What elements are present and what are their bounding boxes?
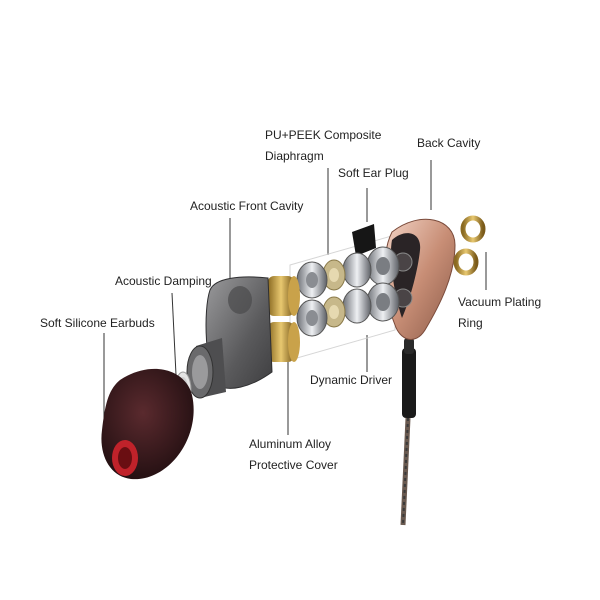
label-soft-ear-plug: Soft Ear Plug [338,166,409,180]
front-drivers [296,261,328,337]
label-acoustic-damping: Acoustic Damping [115,274,212,288]
diaphragms [322,259,346,328]
label-aluminum-alloy-line1: Aluminum Alloy [249,437,332,451]
vacuum-plating-rings [453,215,486,276]
soft-silicone-earbud [101,368,194,480]
label-vacuum-plating-line1: Vacuum Plating [458,295,542,309]
cable [400,338,416,526]
label-vacuum-plating-line2: Ring [458,316,483,330]
rear-drivers [342,246,400,324]
label-acoustic-front-cavity: Acoustic Front Cavity [190,199,304,213]
label-soft-silicone-earbuds: Soft Silicone Earbuds [40,316,155,330]
label-dynamic-driver: Dynamic Driver [310,373,393,387]
back-cavity [384,218,456,340]
label-aluminum-alloy-line2: Protective Cover [249,458,338,472]
aluminum-alloy-covers [268,276,300,362]
label-back-cavity: Back Cavity [417,136,481,150]
label-pu-peek-line2: Diaphragm [265,149,324,163]
label-pu-peek-line1: PU+PEEK Composite [265,128,382,142]
soft-ear-plug [352,224,376,256]
leader-lines [103,160,487,435]
acoustic-front-cavity [186,276,273,399]
